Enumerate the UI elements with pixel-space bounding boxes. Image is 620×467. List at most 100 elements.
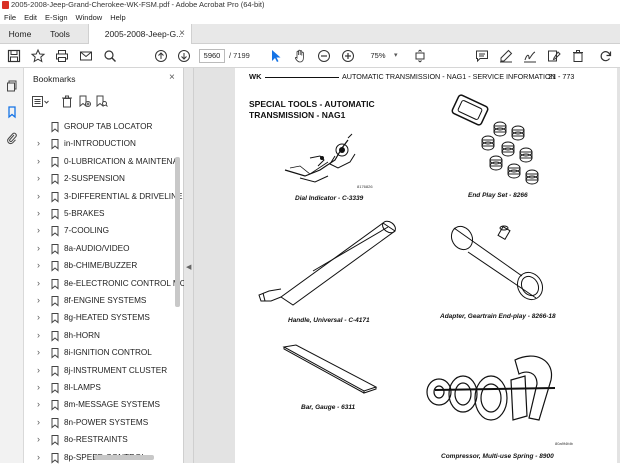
chevron-right-icon[interactable]: › [37, 347, 40, 358]
bookmark-flag-icon [51, 348, 59, 359]
menu-help[interactable]: Help [110, 12, 126, 22]
bookmark-item[interactable]: › 8h-HORN [24, 328, 174, 345]
fill-sign-icon[interactable] [522, 48, 538, 64]
bookmark-item[interactable]: ›5-BRAKES [24, 206, 174, 223]
chevron-right-icon[interactable]: › [37, 242, 40, 253]
bookmark-item[interactable]: ›8f-ENGINE SYSTEMS [24, 293, 174, 310]
tab-document[interactable]: 2005-2008-Jeep-G... × [88, 24, 192, 44]
bookmark-label: 8l-LAMPS [64, 383, 101, 392]
chevron-right-icon[interactable]: › [37, 208, 40, 218]
bookmarks-panel: Bookmarks × GROUP TAB LOCATOR›in-INTRODU… [24, 68, 186, 464]
scroll-mode-icon[interactable] [412, 48, 428, 64]
bookmark-item[interactable]: GROUP TAB LOCATOR [24, 119, 174, 136]
page-up-icon[interactable] [153, 48, 169, 64]
chevron-right-icon[interactable]: › [37, 173, 40, 184]
menu-file[interactable]: File [4, 12, 17, 22]
chevron-right-icon[interactable]: › [37, 138, 40, 149]
bookmark-item[interactable]: ›7-COOLING [24, 223, 174, 240]
bookmark-label: 8n-POWER SYSTEMS [64, 417, 149, 427]
document-viewport[interactable]: WK AUTOMATIC TRANSMISSION - NAG1 - SERVI… [194, 68, 620, 463]
bookmark-item[interactable]: › 8e-ELECTRONIC CONTROL MC [24, 276, 186, 293]
bookmark-item[interactable]: ›8m-MESSAGE SYSTEMS [24, 397, 174, 414]
chevron-right-icon[interactable]: › [37, 329, 40, 340]
bookmark-flag-icon [51, 261, 59, 272]
options-menu-icon[interactable] [32, 96, 50, 108]
tab-bar: Home Tools 2005-2008-Jeep-G... × [0, 24, 620, 44]
bookmark-label: 8g-HEATED SYSTEMS [64, 313, 150, 323]
chevron-right-icon[interactable]: › [37, 399, 40, 410]
chevron-right-icon[interactable]: › [37, 277, 40, 288]
chevron-right-icon[interactable]: › [37, 312, 40, 323]
panel-collapse-handle[interactable]: ◀ [184, 68, 194, 463]
bookmark-item[interactable]: › 8l-LAMPS [24, 380, 174, 397]
trash-icon[interactable] [570, 48, 586, 64]
dial-indicator-figure [284, 133, 356, 183]
chevron-right-icon[interactable]: › [37, 434, 40, 445]
bookmark-item[interactable]: › in-INTRODUCTION [24, 136, 174, 153]
tab-tools[interactable]: Tools [50, 29, 70, 39]
page-thumbnails-icon[interactable] [4, 78, 20, 94]
page-number-input[interactable]: 5960 [199, 49, 225, 63]
scrollbar-thumb[interactable] [175, 157, 180, 307]
chevron-right-icon[interactable]: › [37, 416, 40, 427]
bookmark-flag-icon [51, 156, 59, 168]
bookmark-label: 8h-HORN [64, 330, 100, 340]
chevron-right-icon[interactable]: › [37, 382, 40, 392]
handle-universal-figure [258, 220, 396, 306]
attachments-icon[interactable] [4, 130, 20, 146]
chevron-right-icon[interactable]: › [37, 295, 40, 305]
bookmark-item[interactable]: ›8j-INSTRUMENT CLUSTER [24, 363, 174, 380]
bookmark-label: 8e-ELECTRONIC CONTROL MC [64, 278, 186, 288]
menu-window[interactable]: Window [75, 12, 103, 22]
bookmarks-horizontal-scrollbar[interactable] [94, 455, 154, 460]
rotate-icon[interactable] [598, 48, 614, 64]
save-icon[interactable] [6, 48, 22, 64]
bookmark-flag-icon [51, 139, 59, 150]
tab-home[interactable]: Home [8, 29, 32, 39]
bookmark-label: in-INTRODUCTION [64, 139, 136, 149]
close-tab-icon[interactable]: × [179, 28, 185, 39]
chevron-right-icon[interactable]: › [37, 155, 40, 166]
bookmark-item[interactable]: › 8n-POWER SYSTEMS [24, 415, 174, 432]
bookmarks-panel-icon[interactable] [4, 104, 20, 120]
print-icon[interactable] [54, 48, 70, 64]
new-bookmark-icon[interactable] [78, 95, 91, 108]
zoom-level-select[interactable]: 75% [370, 51, 386, 60]
close-icon[interactable]: × [169, 72, 175, 83]
highlight-pen-icon[interactable] [498, 48, 514, 64]
menu-esign[interactable]: E-Sign [45, 12, 68, 22]
zoom-in-icon[interactable] [340, 48, 356, 64]
bookmarks-scrollbar[interactable] [175, 119, 181, 459]
bookmark-item[interactable]: ›3-DIFFERENTIAL & DRIVELINE [24, 189, 182, 206]
bookmark-item[interactable]: ›8b-CHIME/BUZZER [24, 258, 174, 275]
chevron-right-icon[interactable]: › [37, 225, 40, 236]
delete-bookmark-icon[interactable] [61, 95, 73, 108]
bookmark-item[interactable]: ›8i-IGNITION CONTROL [24, 345, 174, 362]
edit-pdf-icon[interactable] [546, 48, 562, 64]
window-title: 2005-2008-Jeep-Grand-Cherokee-WK-FSM.pdf… [11, 0, 265, 9]
hand-tool-icon[interactable] [292, 48, 308, 64]
caption-bar-gauge: Bar, Gauge - 6311 [301, 404, 356, 411]
bookmark-item[interactable]: ›8o-RESTRAINTS [24, 432, 174, 449]
page-down-icon[interactable] [176, 48, 192, 64]
bookmark-item[interactable]: › 8g-HEATED SYSTEMS [24, 310, 174, 327]
chevron-down-icon[interactable]: ▾ [394, 52, 398, 59]
bookmark-star-icon[interactable] [30, 48, 46, 64]
select-cursor-icon[interactable] [268, 48, 284, 64]
caption-handle-universal: Handle, Universal - C-4171 [288, 317, 370, 324]
zoom-out-icon[interactable] [316, 48, 332, 64]
chevron-right-icon[interactable]: › [37, 364, 40, 375]
collapse-arrow-icon[interactable]: ◀ [186, 264, 192, 271]
menu-edit[interactable]: Edit [24, 12, 38, 22]
mail-icon[interactable] [78, 48, 94, 64]
chevron-right-icon[interactable]: › [37, 260, 40, 271]
search-icon[interactable] [102, 48, 118, 64]
bookmark-item[interactable]: ›2-SUSPENSION [24, 171, 174, 188]
search-bookmark-icon[interactable] [95, 95, 108, 108]
bookmark-item[interactable]: ›0-LUBRICATION & MAINTENA [24, 154, 178, 171]
caption-end-play-set: End Play Set - 8266 [468, 192, 528, 199]
bookmark-item[interactable]: ›8a-AUDIO/VIDEO [24, 241, 174, 258]
chevron-right-icon[interactable]: › [37, 451, 40, 462]
comment-icon[interactable] [474, 48, 490, 64]
chevron-right-icon[interactable]: › [37, 190, 40, 201]
